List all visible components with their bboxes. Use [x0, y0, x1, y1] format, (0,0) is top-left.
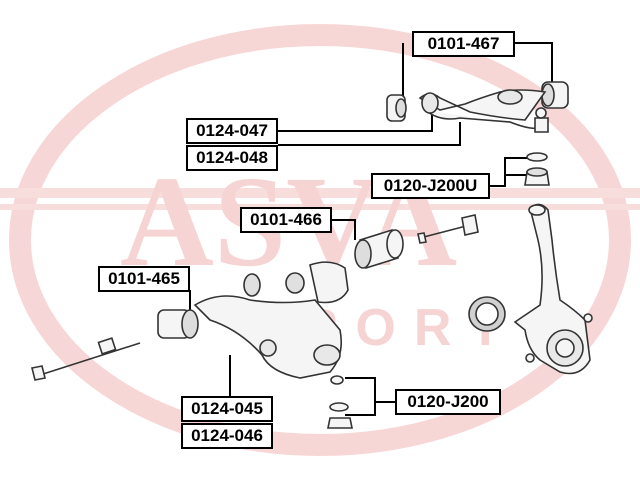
upper-ball-joint-parts: [524, 152, 550, 186]
leader-lines: [165, 42, 553, 416]
label-upper-arm: 0101-467: [412, 31, 515, 57]
label-upper-bushing-b: 0124-048: [186, 145, 278, 171]
label-lower-front-bushing: 0101-465: [98, 266, 190, 292]
label-front-bushing: 0101-466: [240, 207, 332, 233]
knuckle: [468, 203, 593, 375]
label-lower-arm-a: 0124-045: [181, 396, 273, 422]
label-upper-ball-joint: 0120-J200U: [371, 173, 490, 199]
label-lower-arm-b: 0124-046: [181, 423, 273, 449]
label-upper-bushing-a: 0124-047: [186, 118, 278, 144]
label-lower-ball-joint: 0120-J200: [395, 389, 501, 415]
front-bushing: [354, 214, 479, 270]
upper-control-arm: [386, 81, 569, 133]
lower-control-arm: [31, 261, 353, 429]
